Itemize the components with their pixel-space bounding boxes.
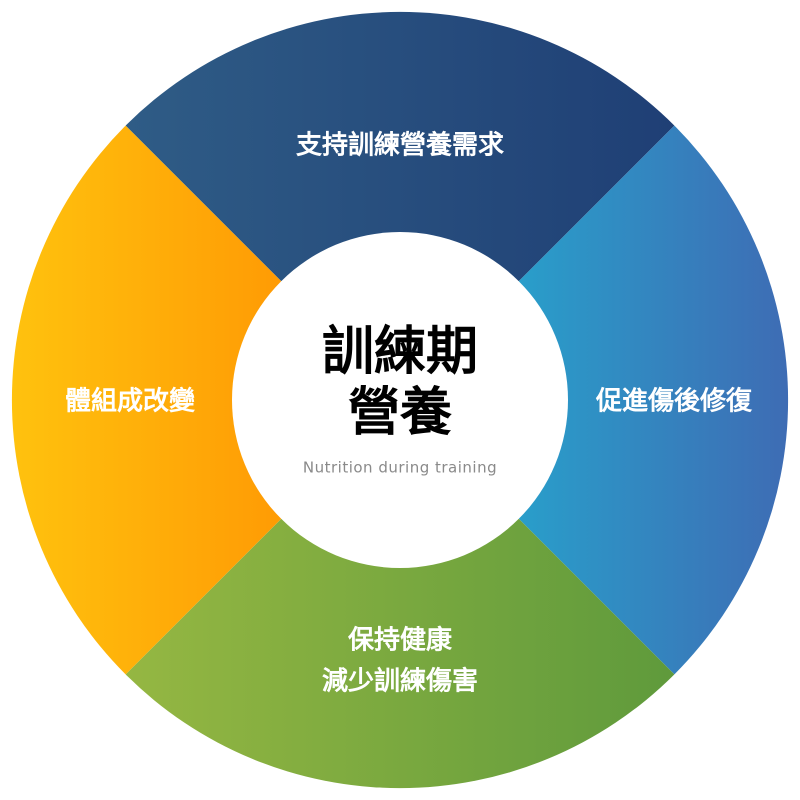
segment-top-label: 支持訓練營養需求 [296, 130, 504, 161]
segment-bottom-label-line2: 減少訓練傷害 [322, 666, 478, 697]
center-circle [232, 232, 568, 568]
segment-bottom-label-line1: 保持健康 [347, 625, 453, 656]
segment-top [125, 11, 675, 400]
center-subtitle: Nutrition during training [303, 459, 497, 477]
segment-right [400, 125, 789, 675]
center-title-line1: 訓練期 [322, 322, 478, 382]
center-title-line2: 營養 [348, 383, 452, 443]
segment-left [11, 125, 401, 675]
segment-left-label: 體組成改變 [65, 386, 196, 417]
segment-right-label: 促進傷後修復 [595, 386, 753, 417]
segment-bottom [125, 400, 675, 789]
